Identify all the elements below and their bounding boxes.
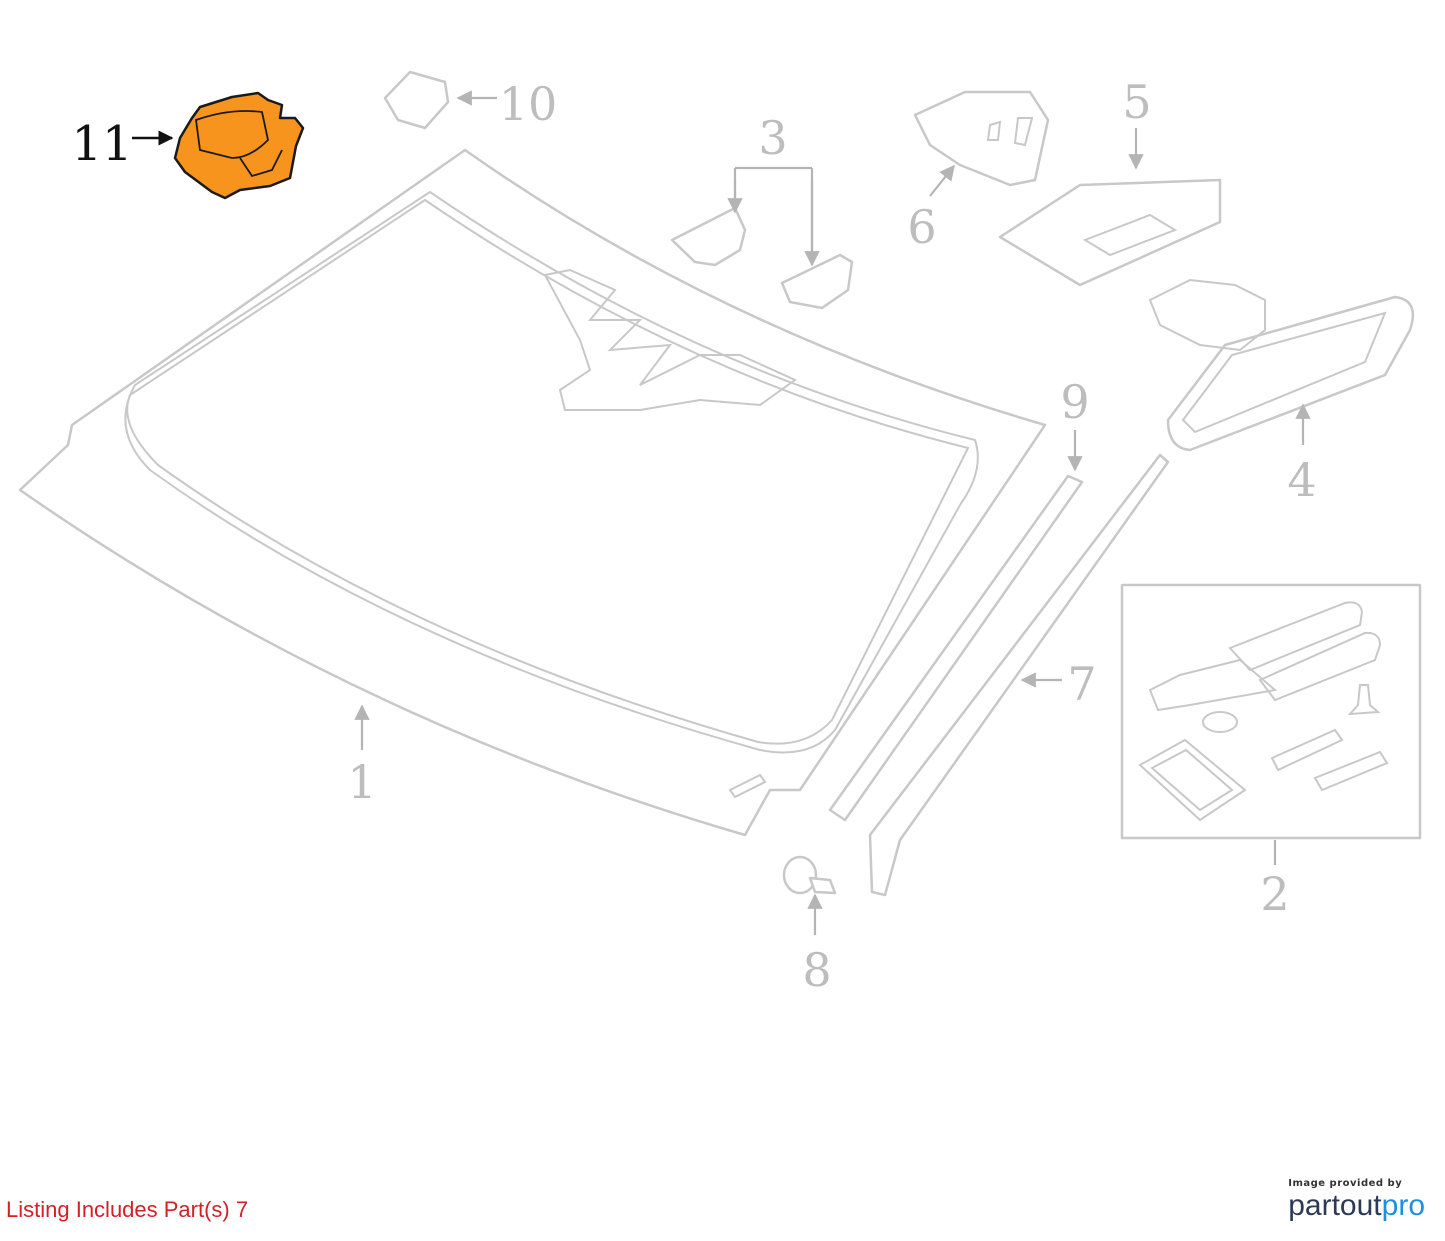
mirror-cover-part-5	[998, 178, 1222, 287]
callout-10: 10	[499, 77, 558, 131]
listing-note: Listing Includes Part(s) 7	[6, 1197, 249, 1222]
windshield-part-1	[18, 148, 1047, 837]
callout-7: 7	[1067, 657, 1096, 711]
highlighted-part-11	[173, 91, 305, 200]
callout-9: 9	[1060, 375, 1089, 429]
mirror-part-4	[1148, 278, 1415, 452]
callout-labels: 1 2 3 4 5 6 7 8 9 10 11	[71, 75, 1316, 997]
brackets-part-3	[670, 206, 854, 310]
callout-6: 6	[907, 200, 936, 254]
partoutpro-logo: partoutpro	[1288, 1189, 1425, 1222]
arrow-6	[929, 164, 955, 197]
repair-kit-part-2	[1120, 583, 1422, 840]
callout-2: 2	[1260, 867, 1289, 921]
leader-arrows	[132, 90, 1311, 935]
arrow-3-branches	[733, 166, 814, 265]
sensor-part-10	[383, 70, 450, 130]
moulding-part-7	[868, 453, 1170, 897]
callout-1: 1	[347, 755, 376, 809]
image-credit: Image provided by partoutpro	[1288, 1178, 1425, 1223]
callout-3: 3	[758, 111, 787, 165]
strip-part-9	[828, 474, 1084, 822]
callout-8: 8	[802, 943, 831, 997]
credit-caption: Image provided by	[1288, 1178, 1403, 1189]
callout-11: 11	[71, 116, 132, 172]
upper-cover-part-6	[913, 90, 1050, 187]
callout-4: 4	[1287, 453, 1316, 507]
callout-5: 5	[1122, 75, 1151, 129]
clip-part-8	[782, 855, 837, 895]
